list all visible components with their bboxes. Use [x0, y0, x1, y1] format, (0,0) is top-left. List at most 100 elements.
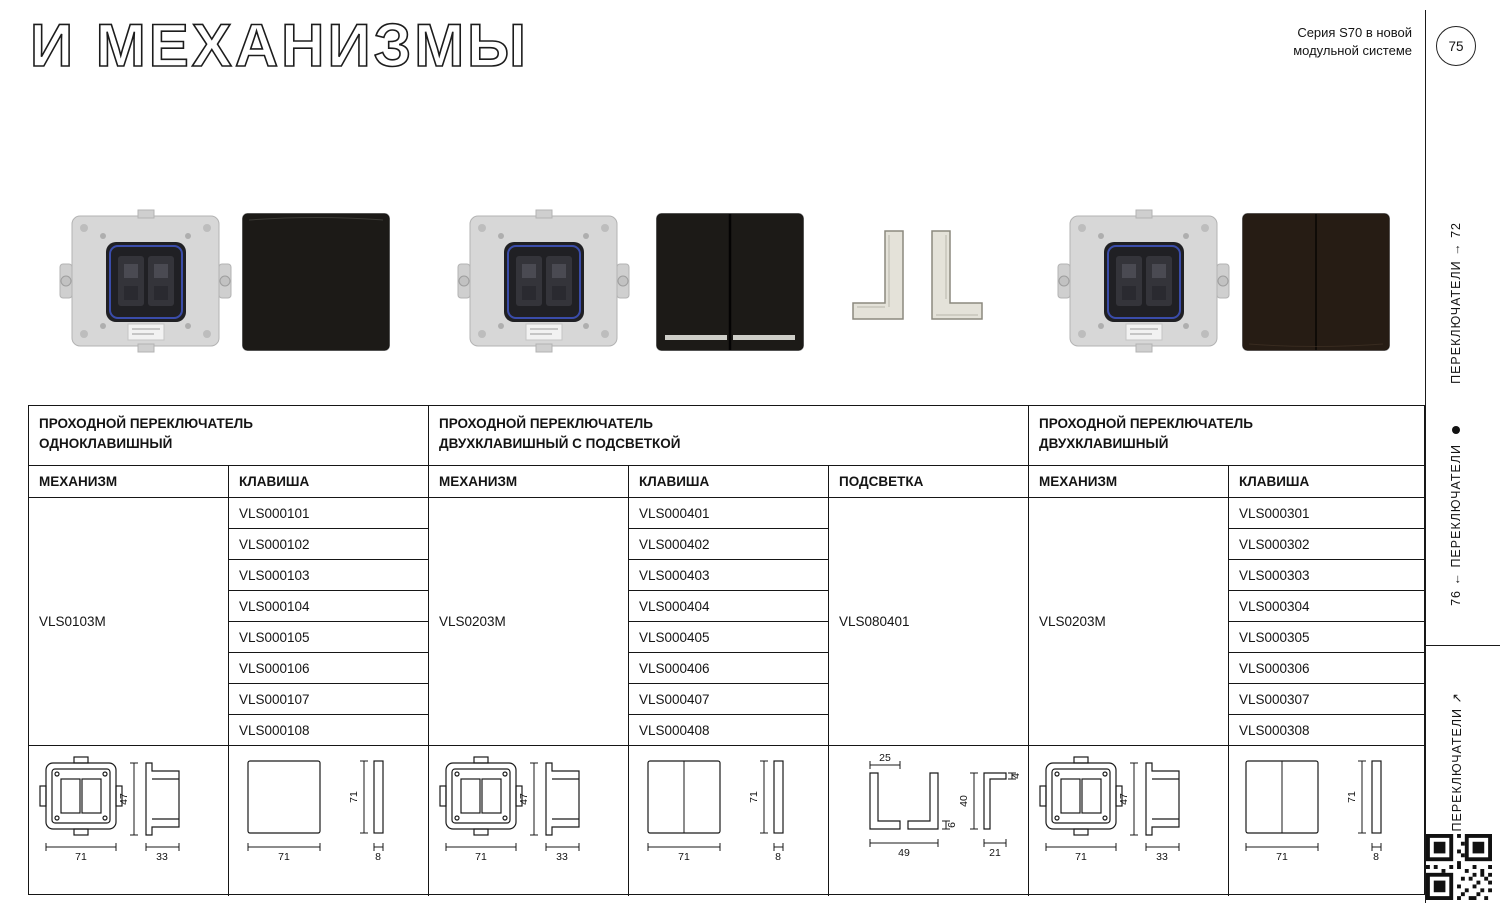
page-number: 75 [1448, 38, 1464, 54]
photo-mechanism-1gang [58, 206, 233, 361]
svg-text:40: 40 [958, 795, 970, 807]
rail-section-divider [1425, 645, 1500, 646]
svg-text:33: 33 [556, 851, 568, 863]
page-title: И МЕХАНИЗМЫ [29, 11, 529, 80]
backlight-code-cell: VLS080401 [829, 498, 1029, 746]
svg-text:71: 71 [475, 851, 487, 863]
section-title-line: ДВУХКЛАВИШНЫЙ [1039, 436, 1169, 452]
section-title-line: ПРОХОДНОЙ ПЕРЕКЛЮЧАТЕЛЬ [439, 416, 653, 431]
rail-dot [1452, 426, 1460, 434]
mechanism-code-cell: VLS0203M [1029, 498, 1229, 746]
key-code-cell: VLS000405 [629, 622, 829, 653]
photo-mechanism-2gang-backlight [456, 206, 631, 361]
svg-text:8: 8 [375, 851, 381, 863]
key-code-cell: VLS000302 [1229, 529, 1424, 560]
rail-nav-switches-72[interactable]: ПЕРЕКЛЮЧАТЕЛИ → 72 [1449, 222, 1463, 384]
svg-text:71: 71 [278, 851, 290, 863]
column-header-key: КЛАВИША [229, 466, 429, 498]
svg-text:71: 71 [75, 851, 87, 863]
backlight-window [665, 335, 727, 340]
key-code-cell: VLS000105 [229, 622, 429, 653]
key-code-cell: VLS000401 [629, 498, 829, 529]
drawing-key-2gang-backlight: 71 71 8 [629, 746, 829, 896]
column-header-key: КЛАВИША [1229, 466, 1424, 498]
page-title-text: И МЕХАНИЗМЫ [30, 12, 529, 79]
drawing-mechanism: 71 33 47 [29, 746, 229, 896]
svg-text:33: 33 [156, 851, 168, 863]
key-code-cell: VLS000103 [229, 560, 429, 591]
svg-text:33: 33 [1156, 851, 1168, 863]
product-table: ПРОХОДНОЙ ПЕРЕКЛЮЧАТЕЛЬ ОДНОКЛАВИШНЫЙ ПР… [28, 405, 1425, 896]
series-note-line2: модульной системе [1293, 42, 1412, 58]
rail-divider-line [1425, 10, 1426, 903]
mechanism-code-cell: VLS0103M [29, 498, 229, 746]
page-number-badge: 75 [1436, 26, 1476, 66]
svg-text:8: 8 [1373, 851, 1379, 863]
backlight-window [733, 335, 795, 340]
key-code-cell: VLS000402 [629, 529, 829, 560]
key-code-cell: VLS000308 [1229, 715, 1424, 746]
section-title-2gang-backlight: ПРОХОДНОЙ ПЕРЕКЛЮЧАТЕЛЬ ДВУХКЛАВИШНЫЙ С … [429, 406, 1029, 466]
svg-text:71: 71 [348, 791, 360, 803]
series-note-line1: Серия S70 в новой [1297, 25, 1412, 40]
key-code-cell: VLS000408 [629, 715, 829, 746]
key-code-cell: VLS000406 [629, 653, 829, 684]
drawing-mechanism: 71 33 47 [429, 746, 629, 896]
svg-text:25: 25 [879, 752, 891, 764]
series-note: Серия S70 в новой модульной системе [1293, 24, 1412, 59]
key-code-cell: VLS000307 [1229, 684, 1424, 715]
section-title-line: ПРОХОДНОЙ ПЕРЕКЛЮЧАТЕЛЬ [39, 416, 253, 431]
svg-text:71: 71 [748, 791, 760, 803]
svg-text:8: 8 [775, 851, 781, 863]
key-cap-face [242, 213, 390, 351]
drawing-key-1gang: 71 71 8 [229, 746, 429, 896]
qr-code-image [1426, 834, 1492, 900]
key-code-cell: VLS000106 [229, 653, 429, 684]
svg-text:21: 21 [989, 847, 1001, 859]
key-code-cell: VLS000304 [1229, 591, 1424, 622]
qr-code [1426, 834, 1492, 903]
key-code-cell: VLS000306 [1229, 653, 1424, 684]
drawing-mechanism: 71 33 47 [1029, 746, 1229, 896]
svg-text:71: 71 [1075, 851, 1087, 863]
column-header-mechanism: МЕХАНИЗМ [1029, 466, 1229, 498]
svg-text:4: 4 [1010, 773, 1022, 779]
photo-key-2gang-brown [1240, 212, 1392, 357]
key-code-cell: VLS000104 [229, 591, 429, 622]
svg-text:49: 49 [898, 847, 910, 859]
svg-text:71: 71 [1346, 791, 1358, 803]
key-code-cell: VLS000407 [629, 684, 829, 715]
photo-key-2gang-backlight [655, 212, 805, 357]
svg-text:47: 47 [518, 793, 530, 805]
photo-key-1gang-black [240, 212, 392, 357]
mechanism-code-cell: VLS0203M [429, 498, 629, 746]
svg-text:71: 71 [1276, 851, 1288, 863]
column-header-key: КЛАВИША [629, 466, 829, 498]
key-code-cell: VLS000403 [629, 560, 829, 591]
key-code-cell: VLS000102 [229, 529, 429, 560]
section-title-2gang: ПРОХОДНОЙ ПЕРЕКЛЮЧАТЕЛЬ ДВУХКЛАВИШНЫЙ [1029, 406, 1424, 466]
key-code-cell: VLS000301 [1229, 498, 1424, 529]
key-code-cell: VLS000108 [229, 715, 429, 746]
drawing-backlight-lens: 25 49 6 40 4 21 [829, 746, 1029, 896]
key-code-cell: VLS000404 [629, 591, 829, 622]
rail-nav-switches-76[interactable]: 76 ← ПЕРЕКЛЮЧАТЕЛИ [1449, 444, 1463, 606]
key-code-cell: VLS000107 [229, 684, 429, 715]
svg-text:71: 71 [678, 851, 690, 863]
key-code-cell: VLS000101 [229, 498, 429, 529]
svg-text:6: 6 [946, 822, 958, 828]
photo-backlight-lenses [845, 227, 990, 346]
section-title-1gang: ПРОХОДНОЙ ПЕРЕКЛЮЧАТЕЛЬ ОДНОКЛАВИШНЫЙ [29, 406, 429, 466]
column-header-backlight: ПОДСВЕТКА [829, 466, 1029, 498]
section-title-line: ДВУХКЛАВИШНЫЙ С ПОДСВЕТКОЙ [439, 436, 681, 452]
drawing-key-2gang: 71 71 8 [1229, 746, 1424, 896]
section-title-line: ОДНОКЛАВИШНЫЙ [39, 436, 173, 452]
section-title-line: ПРОХОДНОЙ ПЕРЕКЛЮЧАТЕЛЬ [1039, 416, 1253, 431]
photo-mechanism-2gang [1056, 206, 1231, 361]
svg-text:47: 47 [1118, 793, 1130, 805]
rail-nav-switches-link[interactable]: ПЕРЕКЛЮЧАТЕЛИ ↗ [1450, 692, 1464, 832]
column-header-mechanism: МЕХАНИЗМ [429, 466, 629, 498]
key-code-cell: VLS000303 [1229, 560, 1424, 591]
key-code-cell: VLS000305 [1229, 622, 1424, 653]
